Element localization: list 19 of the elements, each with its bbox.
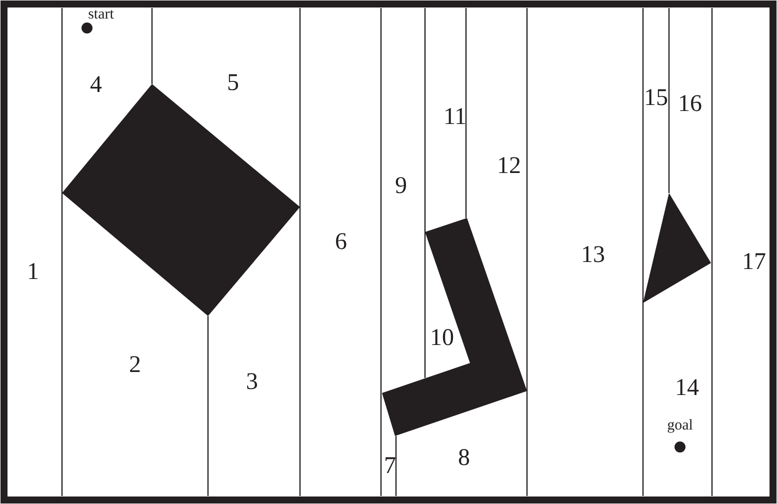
goal-label: goal (667, 418, 693, 434)
cell-number: 3 (246, 370, 258, 394)
cell-number: 14 (675, 376, 699, 400)
cell-number: 13 (581, 243, 605, 267)
cell-number: 5 (227, 71, 239, 95)
cell-number: 11 (443, 105, 467, 129)
cell-number: 16 (678, 92, 702, 116)
cell-number: 15 (644, 86, 668, 110)
cell-number: 4 (90, 73, 102, 97)
cell-number: 1 (27, 260, 39, 284)
start-label: start (88, 8, 114, 22)
cell-number: 12 (497, 154, 521, 178)
cell-number: 7 (384, 454, 396, 478)
cell-number: 8 (458, 446, 470, 470)
cell-number: 2 (129, 353, 141, 377)
cell-number: 9 (395, 174, 407, 198)
cell-number: 6 (335, 230, 347, 254)
cell-number: 10 (430, 326, 454, 350)
cell-number: 17 (742, 250, 766, 274)
